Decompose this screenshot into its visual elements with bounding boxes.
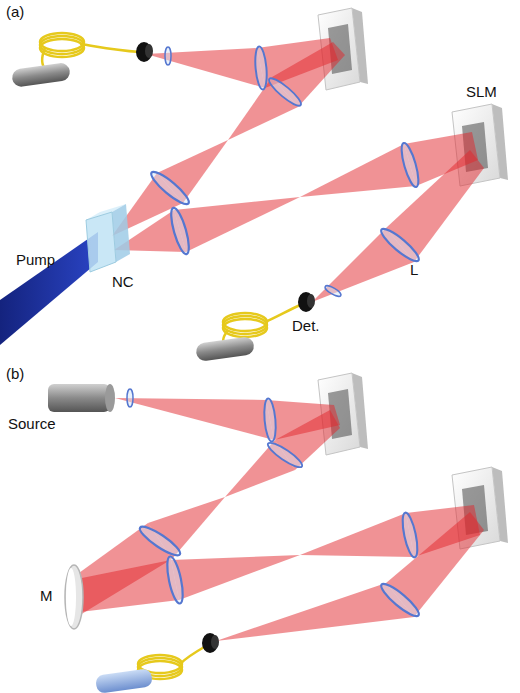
part-label: (b) bbox=[6, 366, 24, 381]
panel-b bbox=[48, 373, 508, 693]
lens bbox=[398, 142, 422, 189]
part-label: Det. bbox=[292, 318, 320, 333]
lens bbox=[378, 225, 422, 265]
panel-a bbox=[0, 8, 508, 362]
crystal bbox=[86, 204, 130, 272]
detector bbox=[95, 633, 219, 693]
lens bbox=[265, 439, 305, 470]
part-label: L bbox=[410, 262, 418, 277]
detector bbox=[11, 33, 153, 88]
lens bbox=[378, 580, 422, 620]
lens bbox=[263, 398, 278, 442]
beam bbox=[112, 38, 484, 302]
lens bbox=[137, 523, 184, 560]
mirror bbox=[65, 565, 83, 629]
lens bbox=[324, 284, 343, 298]
pump-beam bbox=[0, 232, 98, 345]
lens bbox=[254, 46, 269, 90]
beam bbox=[72, 398, 484, 641]
lens bbox=[127, 389, 133, 407]
part-label: (a) bbox=[6, 4, 24, 19]
part-label: M bbox=[40, 588, 53, 603]
part-label: Source bbox=[8, 416, 56, 431]
part-label: Pump bbox=[16, 252, 55, 267]
lens bbox=[148, 168, 192, 208]
lens bbox=[164, 555, 186, 604]
lens bbox=[168, 206, 193, 255]
source bbox=[48, 384, 115, 412]
part-label: SLM bbox=[466, 84, 497, 99]
lens bbox=[400, 512, 421, 559]
lens bbox=[266, 75, 304, 109]
lens bbox=[165, 47, 171, 65]
part-label: NC bbox=[112, 274, 134, 289]
